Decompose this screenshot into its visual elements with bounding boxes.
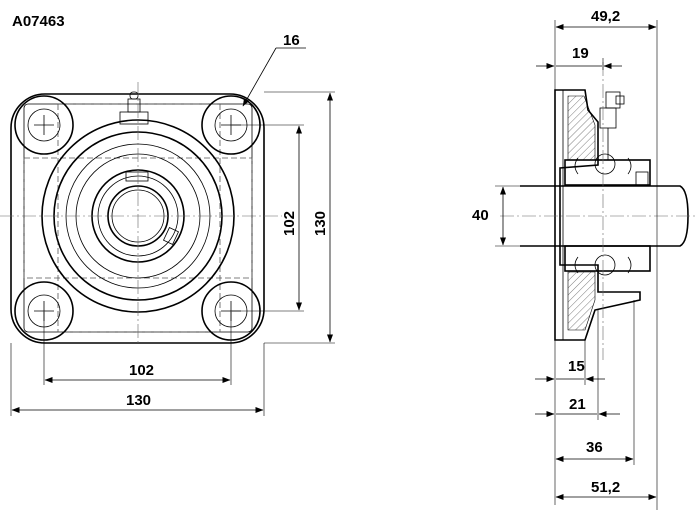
- dim-bolt-spacing-vertical: 102: [281, 211, 298, 236]
- bearing-inner-ring: [564, 159, 651, 186]
- dim-top-offset: 19: [572, 45, 589, 62]
- part-code: A07463: [12, 13, 65, 30]
- grease-nipple: [119, 91, 149, 125]
- dim-flange-thickness: 15: [568, 358, 585, 375]
- dim-21: 21: [569, 396, 586, 413]
- front-view: 16 102 130 102 130: [0, 32, 335, 416]
- dim-top-total: 49,2: [591, 8, 620, 25]
- side-view: 40 49,2 19 15 21 36 51,2: [472, 8, 695, 510]
- dim-shaft-diameter: 40: [472, 207, 489, 224]
- dim-hole-diameter: 16: [283, 32, 300, 49]
- dim-width-overall: 130: [126, 392, 151, 409]
- dim-36: 36: [586, 439, 603, 456]
- housing-section: [554, 89, 641, 341]
- dim-bottom-total: 51,2: [591, 479, 620, 496]
- grease-nipple-side: [599, 91, 625, 160]
- dim-bolt-spacing-horizontal: 102: [129, 362, 154, 379]
- dim-height-overall: 130: [312, 211, 329, 236]
- hidden-square: [57, 103, 221, 333]
